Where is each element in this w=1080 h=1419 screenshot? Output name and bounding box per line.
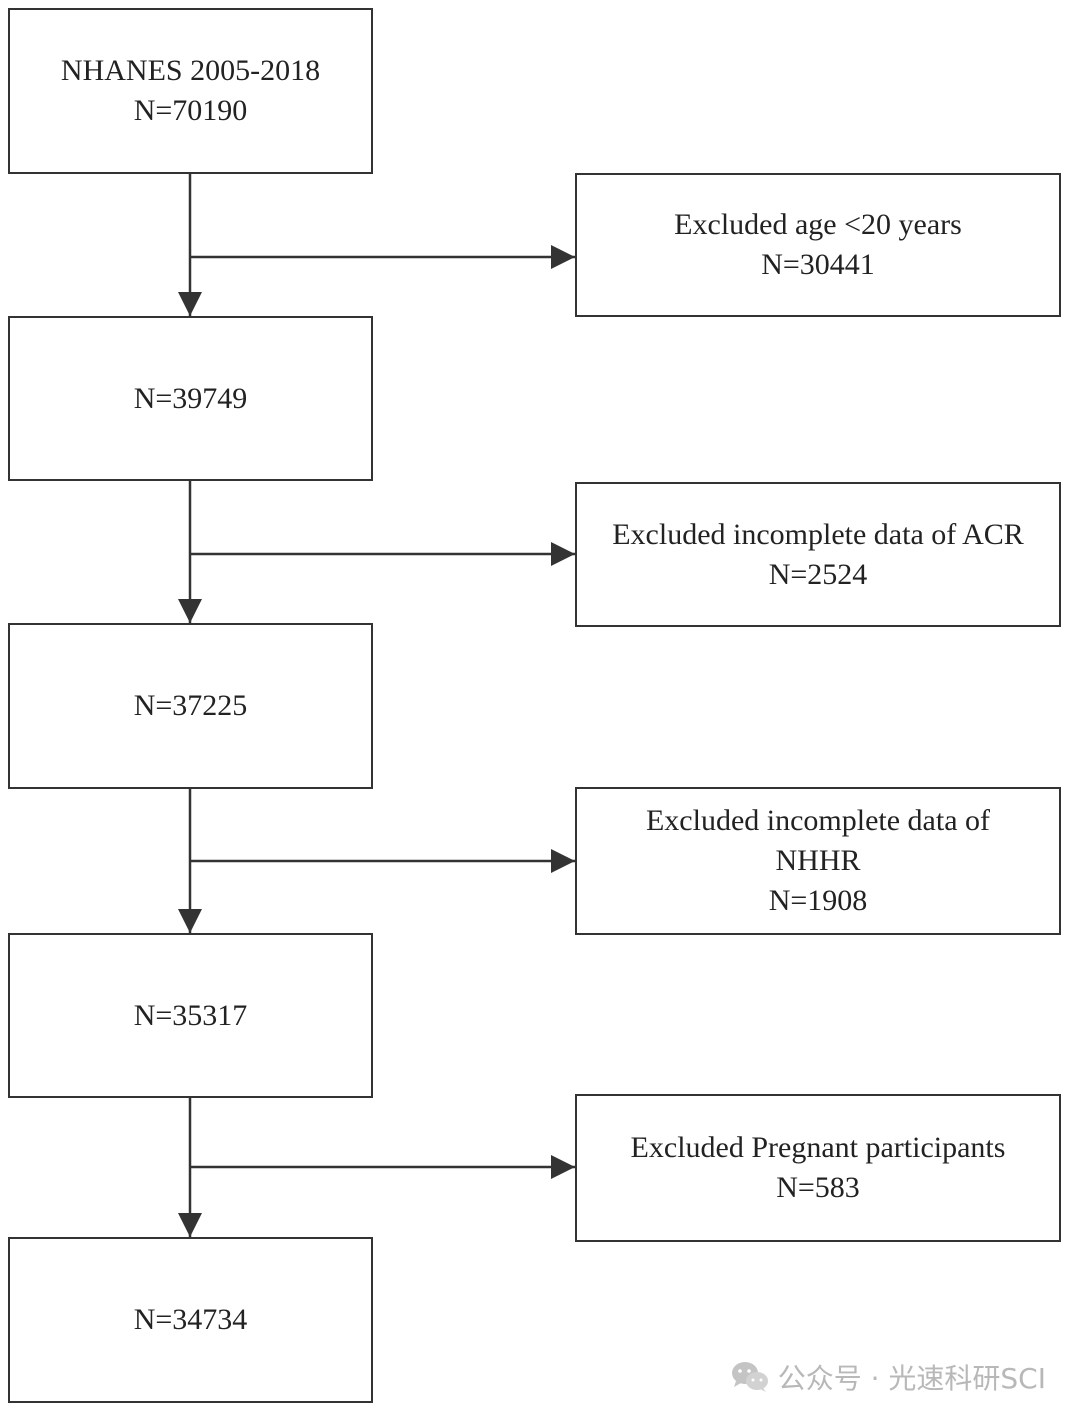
exclusion-box-4-line1: Excluded Pregnant participants (630, 1131, 1006, 1164)
watermark: 公众号 · 光速科研SCI (730, 1357, 1046, 1397)
main-box-2-line1: N=39749 (133, 381, 248, 415)
main-box-5-line1: N=34734 (133, 1303, 248, 1336)
exclusion-box-1-line1: Excluded age <20 years (674, 208, 962, 241)
main-box-1-line1: NHANES 2005-2018 (60, 54, 321, 87)
exclusion-box-2: Excluded incomplete data of ACR N=2524 (575, 482, 1061, 627)
watermark-text: 公众号 · 光速科研SCI (777, 1362, 1046, 1395)
exclusion-box-3-line3: N=1908 (768, 884, 868, 917)
wechat-icon (730, 1360, 770, 1394)
exclusion-box-3-line1: Excluded incomplete data of (645, 804, 991, 837)
main-box-1-line2: N=70190 (133, 94, 248, 127)
main-box-5: N=34734 (8, 1237, 373, 1403)
exclusion-box-3: Excluded incomplete data of NHHR N=1908 (575, 787, 1061, 935)
exclusion-box-2-line2: N=2524 (768, 557, 868, 591)
exclusion-box-1-line2: N=30441 (761, 248, 875, 281)
main-box-4: N=35317 (8, 933, 373, 1098)
main-box-1: NHANES 2005-2018 N=70190 (8, 8, 373, 174)
main-box-3: N=37225 (8, 623, 373, 789)
exclusion-box-4-line2: N=583 (776, 1171, 860, 1204)
exclusion-box-4: Excluded Pregnant participants N=583 (575, 1094, 1061, 1242)
main-box-2: N=39749 (8, 316, 373, 481)
main-box-3-line1: N=37225 (133, 689, 248, 722)
exclusion-box-3-line2: NHHR (775, 844, 861, 877)
exclusion-box-2-line1: Excluded incomplete data of ACR (612, 517, 1024, 551)
exclusion-box-1: Excluded age <20 years N=30441 (575, 173, 1061, 317)
main-box-4-line1: N=35317 (133, 998, 248, 1032)
